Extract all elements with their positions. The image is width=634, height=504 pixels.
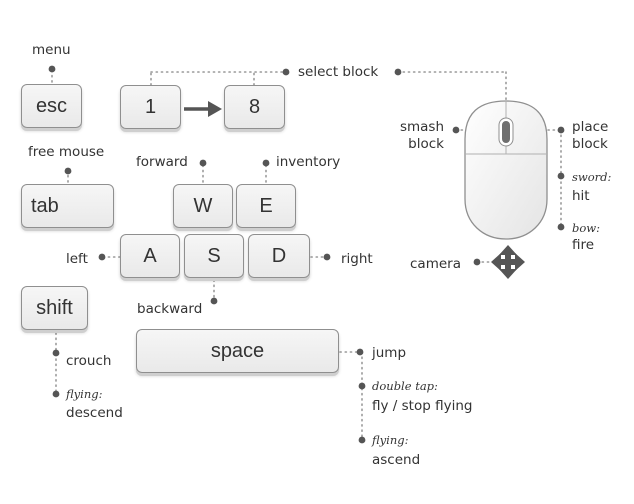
w-key[interactable]: W (173, 184, 233, 228)
place-block-label-line2: block (572, 136, 608, 152)
double-tap-mode-label: double tap: (372, 379, 438, 393)
crouch-label: crouch (66, 353, 112, 369)
a-key[interactable]: A (120, 234, 180, 278)
flying-descend-mode-label: flying: (66, 387, 103, 401)
leader-node (473, 258, 481, 266)
fire-label: fire (572, 237, 595, 253)
free-mouse-label: free mouse (28, 144, 105, 160)
number-1-key[interactable]: 1 (120, 85, 181, 129)
leader-node (356, 348, 364, 356)
leader-node (557, 223, 565, 231)
sword-mode-label: sword: (572, 170, 612, 184)
leader-node (262, 159, 270, 167)
place-block-label-line1: place (572, 119, 609, 135)
leader-node (282, 68, 290, 76)
four-way-arrow-icon (490, 244, 526, 280)
s-key[interactable]: S (184, 234, 244, 278)
hit-label: hit (572, 188, 590, 204)
smash-block-label-line1: smash (399, 119, 444, 135)
inventory-label: inventory (276, 154, 341, 170)
leader-node (52, 390, 60, 398)
fly-stop-flying-label: fly / stop flying (372, 398, 473, 414)
space-key[interactable]: space (136, 329, 339, 373)
select-block-label: select block (298, 64, 379, 80)
e-key[interactable]: E (236, 184, 296, 228)
forward-label: forward (136, 154, 188, 170)
ascend-label: ascend (372, 452, 421, 468)
tab-key[interactable]: tab (21, 184, 114, 228)
camera-label: camera (410, 256, 461, 272)
leader-node (98, 253, 106, 261)
leader-node (48, 65, 56, 73)
jump-label: jump (372, 345, 407, 361)
smash-block-label-line2: block (408, 136, 444, 152)
leader-node (452, 126, 460, 134)
shift-key[interactable]: shift (21, 286, 88, 330)
leader-node (323, 253, 331, 261)
leader-node (52, 349, 60, 357)
right-label: right (341, 251, 373, 267)
esc-key[interactable]: esc (21, 84, 82, 128)
leader-node (557, 172, 565, 180)
mouse-icon (463, 99, 549, 241)
leader-node (64, 167, 72, 175)
descend-label: descend (66, 405, 123, 421)
menu-label: menu (32, 42, 71, 58)
leader-node (358, 436, 366, 444)
flying-ascend-mode-label: flying: (372, 433, 409, 447)
backward-label: backward (137, 301, 203, 317)
number-8-key[interactable]: 8 (224, 85, 285, 129)
leader-node (394, 68, 402, 76)
right-arrow-icon (184, 101, 222, 117)
leader-node (210, 297, 218, 305)
d-key[interactable]: D (248, 234, 310, 278)
leader-node (199, 159, 207, 167)
leader-node (358, 382, 366, 390)
bow-mode-label: bow: (572, 221, 601, 235)
left-label: left (66, 251, 88, 267)
leader-node (557, 126, 565, 134)
